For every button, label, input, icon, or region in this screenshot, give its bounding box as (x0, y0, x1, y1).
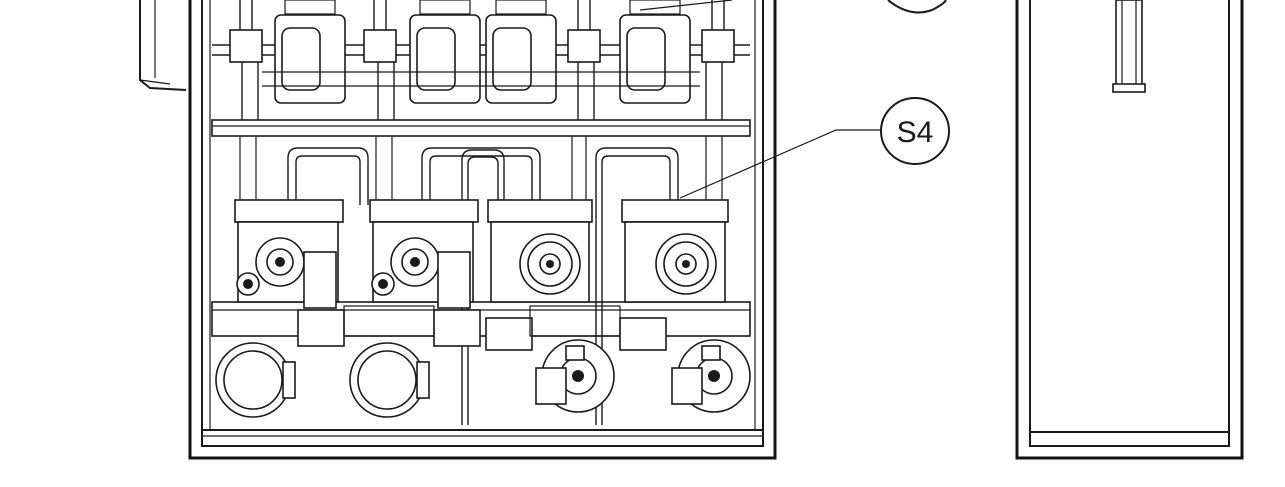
side-cabinet (1015, 0, 1244, 460)
upper-valve-row (212, 0, 750, 120)
pump (487, 199, 593, 303)
callout-s4-label: S4 (897, 116, 934, 149)
callout-bubble-partial (887, 0, 947, 14)
motor (349, 342, 430, 418)
rail-blocks (297, 305, 667, 351)
upper-actuator (274, 0, 691, 104)
pump (234, 199, 344, 309)
pump-row (234, 199, 729, 309)
callout-leaders (639, 0, 880, 199)
pump (369, 199, 479, 309)
side-bracket (139, 0, 187, 91)
side-pipe (1112, 0, 1146, 93)
pump (621, 199, 729, 303)
gate-valve (229, 29, 735, 63)
motor (535, 339, 615, 413)
callout-s4: S4 (880, 97, 950, 165)
motor (671, 339, 751, 413)
motor-row (215, 339, 751, 418)
pipe-loops (239, 136, 723, 425)
motor (215, 342, 296, 418)
